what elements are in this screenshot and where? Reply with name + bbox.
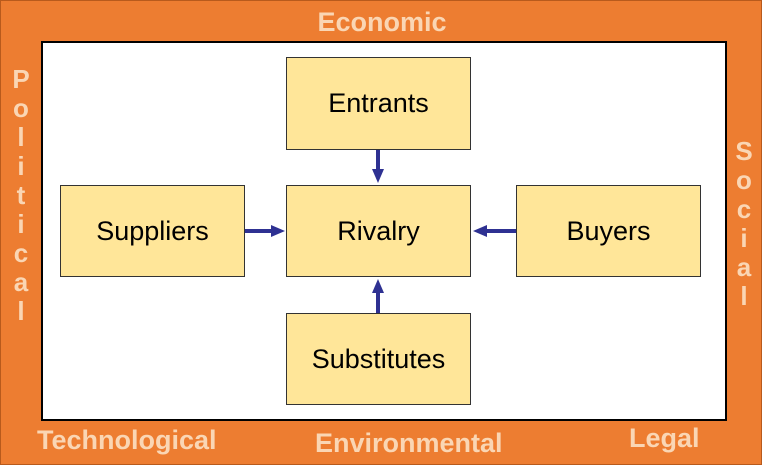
label-legal: Legal (629, 423, 700, 453)
letter: l (17, 296, 25, 326)
force-box-substitutes: Substitutes (286, 313, 471, 405)
force-label: Rivalry (337, 215, 420, 246)
letter: a (13, 267, 29, 297)
label-social: S o c i a l (724, 137, 762, 311)
letter: l (17, 122, 25, 152)
force-label: Substitutes (311, 343, 446, 374)
force-box-suppliers: Suppliers (60, 185, 245, 277)
label-technological: Technological (37, 425, 217, 455)
label-political: P o l i t i c a l (1, 65, 41, 326)
letter: i (740, 223, 748, 253)
force-box-rivalry: Rivalry (286, 185, 471, 277)
force-label: Buyers (566, 215, 651, 246)
letter: i (17, 151, 25, 181)
letter: P (12, 64, 30, 94)
force-label: Entrants (328, 88, 429, 118)
letter: S (735, 136, 753, 166)
letter: c (13, 238, 29, 268)
letter: c (736, 194, 752, 224)
force-box-entrants: Entrants (286, 57, 471, 150)
letter: i (17, 209, 25, 239)
label-environmental: Environmental (315, 428, 503, 458)
label-economic: Economic (317, 7, 447, 37)
letter: a (736, 252, 752, 282)
letter: l (740, 281, 748, 311)
force-box-buyers: Buyers (516, 185, 701, 277)
letter: o (736, 165, 752, 195)
letter: o (13, 93, 29, 123)
letter: t (16, 180, 26, 210)
force-label: Suppliers (96, 215, 209, 246)
